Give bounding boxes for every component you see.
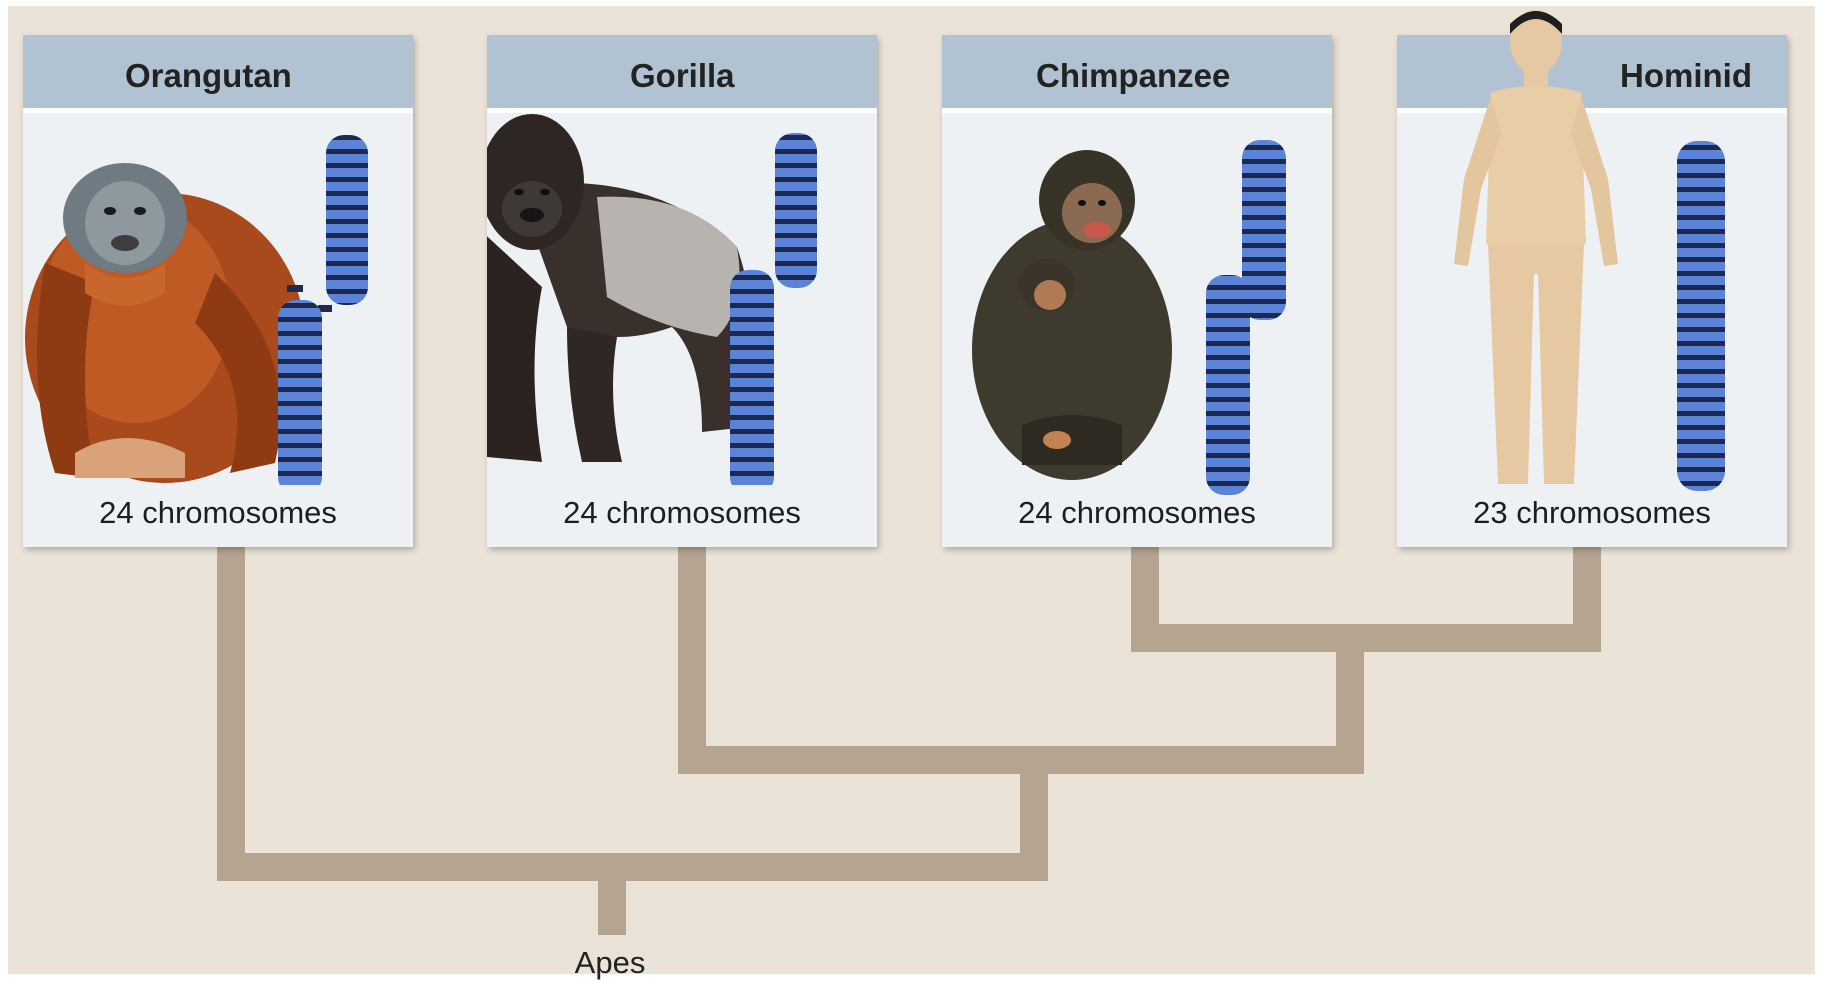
human-illustration — [1436, 4, 1636, 499]
chromosome-pair-hominid — [1657, 95, 1757, 495]
chromosome-pair-chimpanzee — [1182, 95, 1322, 495]
taxon-name: Hominid — [1620, 57, 1752, 95]
chromosome-count: 23 chromosomes — [1397, 495, 1787, 531]
taxon-card-gorilla: Gorilla 24 chromosomes — [487, 35, 877, 547]
branch-orangutan — [231, 545, 1034, 867]
chromosome — [1677, 141, 1725, 491]
taxon-name: Gorilla — [630, 57, 735, 95]
chromosome-pair-orangutan — [271, 85, 411, 485]
chromosome-count: 24 chromosomes — [23, 495, 413, 531]
chromosome — [278, 300, 322, 485]
taxon-card-chimpanzee: Chimpanzee 24 chromosomes — [942, 35, 1332, 547]
branch-chimp-hominid — [1145, 545, 1587, 638]
chimpanzee-illustration — [962, 135, 1182, 485]
taxon-name: Chimpanzee — [1036, 57, 1230, 95]
taxon-card-orangutan: Orangutan 24 — [23, 35, 413, 547]
branch-gorilla — [692, 545, 1350, 760]
chromosome-pair-gorilla — [725, 85, 865, 485]
chromosome — [730, 270, 774, 485]
chromosome-count: 24 chromosomes — [487, 495, 877, 531]
chromosome — [326, 135, 368, 305]
chromosome-count: 24 chromosomes — [942, 495, 1332, 531]
chromosome — [775, 133, 817, 288]
taxon-name: Orangutan — [125, 57, 292, 95]
root-label: Apes — [560, 945, 660, 981]
chromosome — [1206, 275, 1250, 495]
